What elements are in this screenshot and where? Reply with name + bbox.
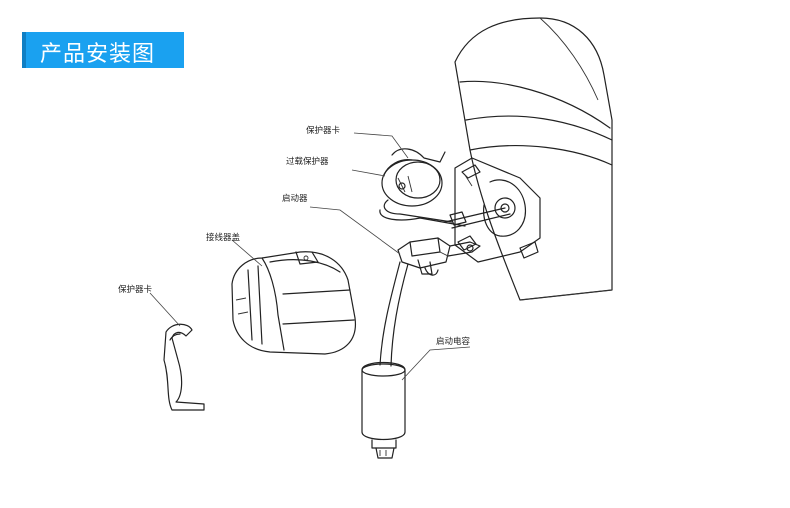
connection-wires xyxy=(444,207,511,229)
label-protector-clip-left: 保护器卡 xyxy=(118,284,153,295)
start-capacitor xyxy=(361,261,409,459)
label-terminal-cover: 接线器盖 xyxy=(206,232,241,243)
overload-protector xyxy=(379,148,466,227)
title-banner: 产品安装图 xyxy=(22,32,184,68)
leader-lines xyxy=(149,132,471,381)
label-overload-protector: 过载保护器 xyxy=(286,156,329,167)
label-protector-clip-top: 保护器卡 xyxy=(306,125,341,136)
banner-title: 产品安装图 xyxy=(40,42,156,67)
compressor-housing xyxy=(454,17,613,301)
label-starter: 启动器 xyxy=(282,193,308,204)
protector-clip xyxy=(163,323,205,411)
starter-relay xyxy=(397,237,481,276)
label-start-capacitor: 启动电容 xyxy=(436,336,471,347)
terminal-cover xyxy=(231,251,356,355)
